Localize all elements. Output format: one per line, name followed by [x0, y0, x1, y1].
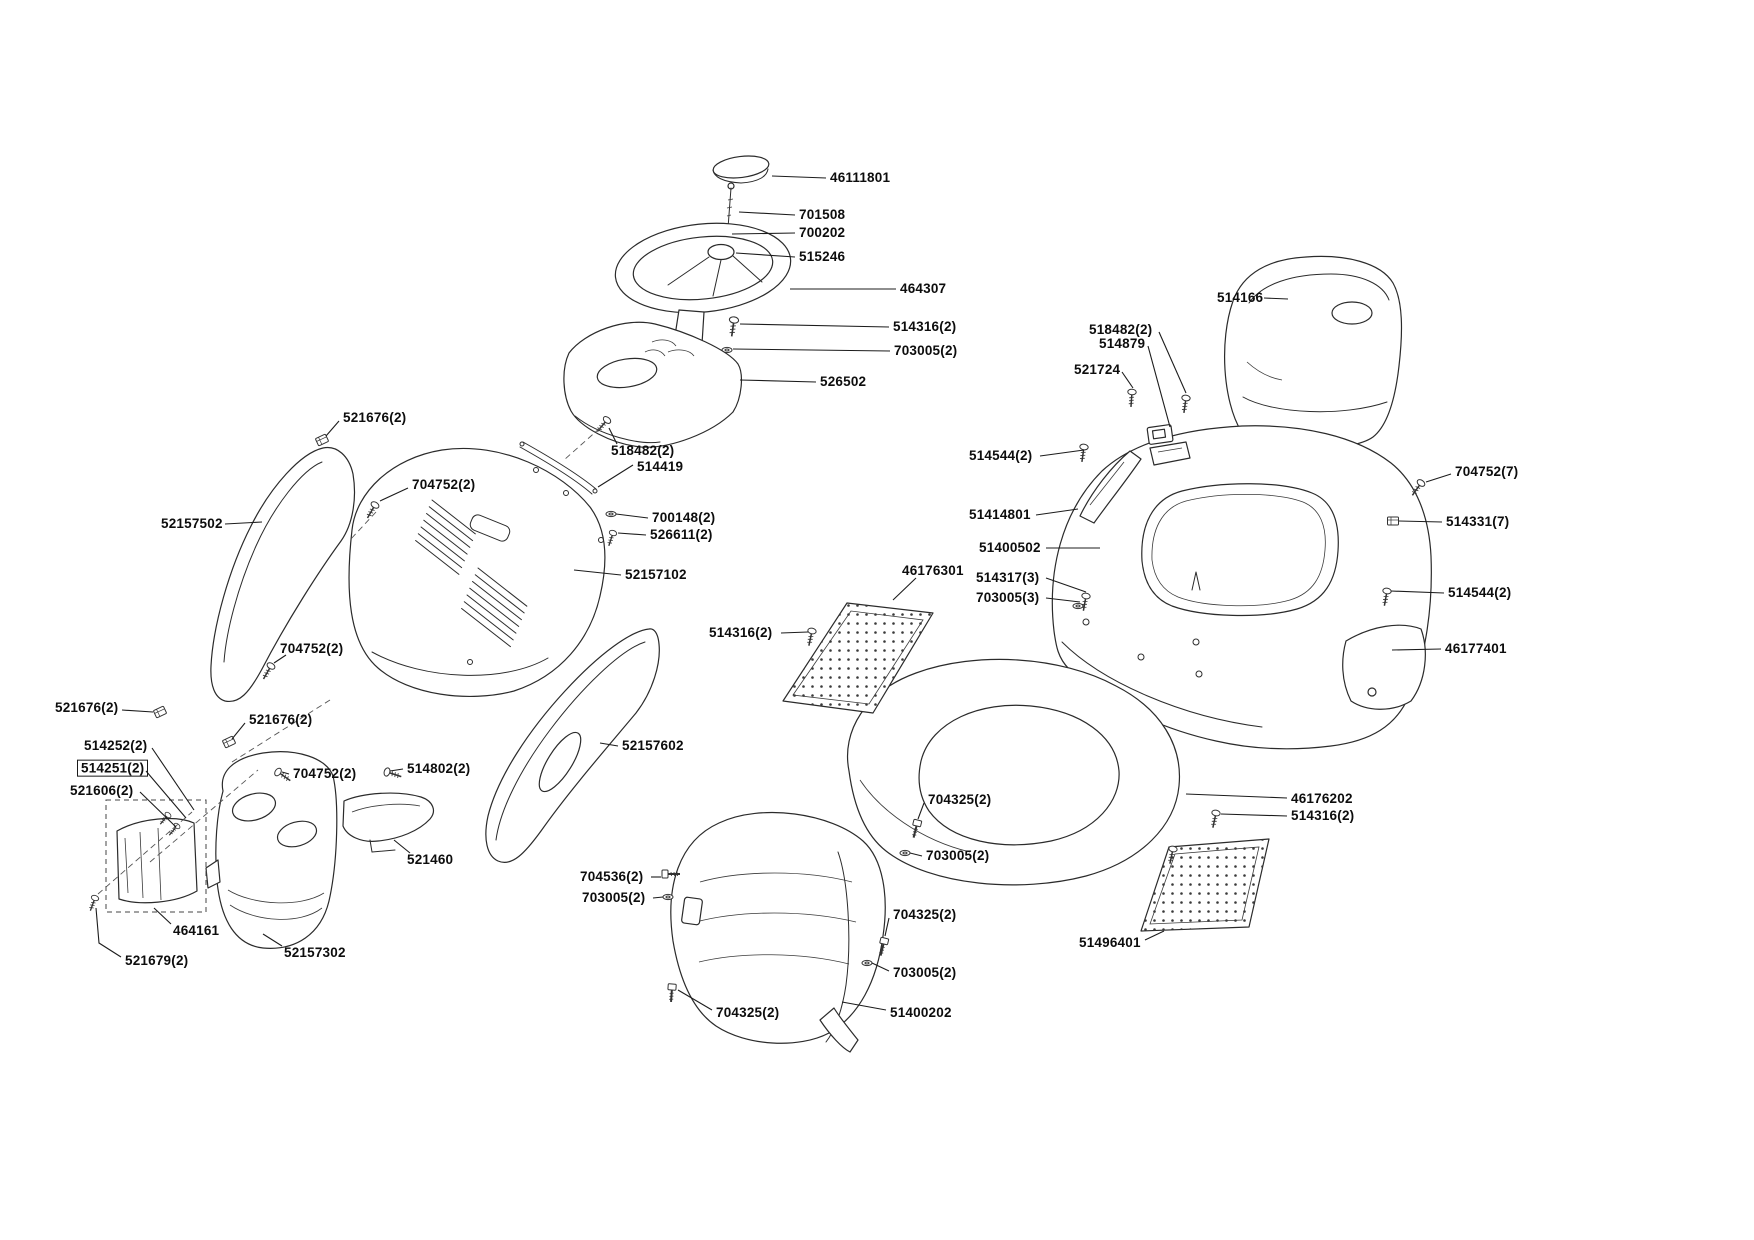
leader-line [231, 722, 246, 740]
leader-line [1185, 793, 1288, 799]
leader-line [608, 427, 618, 445]
support-bracket [342, 792, 434, 853]
leader-line [1121, 371, 1134, 389]
dash-panel [563, 321, 743, 448]
leader-line [871, 962, 890, 972]
seat [1223, 255, 1403, 449]
leader-line [1390, 590, 1445, 594]
leader-line [617, 532, 647, 536]
leader-line [892, 577, 917, 601]
leader-line [121, 709, 154, 713]
leader-line [771, 175, 827, 179]
leader-line [262, 933, 283, 947]
leader-line [1045, 577, 1087, 593]
fender-flap [1342, 624, 1426, 710]
leader-line [739, 379, 817, 383]
leader-line [1147, 345, 1171, 428]
leader-line [95, 907, 122, 958]
leader-line [1220, 813, 1288, 817]
leader-line [573, 569, 622, 576]
leader-line [325, 420, 340, 437]
leader-line [1035, 508, 1079, 516]
steering-bolt [726, 182, 735, 229]
leader-line [145, 770, 187, 819]
steering-wheel [614, 222, 792, 353]
hood [348, 447, 606, 698]
left-side-panel [210, 446, 356, 703]
leader-line [841, 1001, 887, 1011]
leader-line [615, 513, 649, 519]
leader-line [780, 631, 809, 634]
seat-latch [1146, 424, 1191, 466]
leader-line [1045, 597, 1081, 603]
leader-line [1398, 520, 1443, 523]
leader-line [731, 232, 796, 235]
leader-line [1263, 297, 1289, 300]
leader-line [224, 521, 263, 525]
leader-lines [95, 175, 1452, 1011]
leader-line [139, 791, 177, 828]
leader-line [1425, 473, 1452, 483]
leader-line [379, 487, 409, 502]
leader-line [273, 654, 287, 664]
leader-line [1158, 331, 1187, 394]
rear-panel [670, 811, 886, 1053]
leader-line [909, 852, 923, 857]
front-grille [205, 751, 338, 949]
leader-line [281, 771, 290, 775]
windshield-trim [519, 441, 598, 495]
rear-fender [1051, 425, 1432, 750]
right-side-panel [485, 628, 660, 863]
leader-line [652, 896, 664, 899]
leader-line [599, 742, 619, 747]
footrest-left [782, 602, 934, 714]
leader-line [677, 989, 713, 1011]
leader-line [153, 907, 172, 925]
leader-line [597, 464, 634, 488]
leader-line [884, 917, 890, 937]
seat-bracket [1079, 450, 1142, 524]
leader-line [389, 768, 404, 772]
leader-line [1391, 648, 1442, 651]
leader-line [735, 252, 796, 258]
leader-line [151, 747, 195, 811]
leader-line [393, 839, 411, 854]
footrest-right [1140, 838, 1270, 932]
leader-line [738, 211, 796, 216]
headlight-lens [105, 799, 207, 913]
steering-wheel-cap [712, 155, 770, 184]
lower-body [847, 658, 1181, 886]
leader-line [1039, 449, 1085, 457]
leader-line [732, 348, 891, 352]
leader-line [917, 802, 925, 820]
leader-line [739, 323, 890, 328]
leader-line [1144, 930, 1165, 941]
